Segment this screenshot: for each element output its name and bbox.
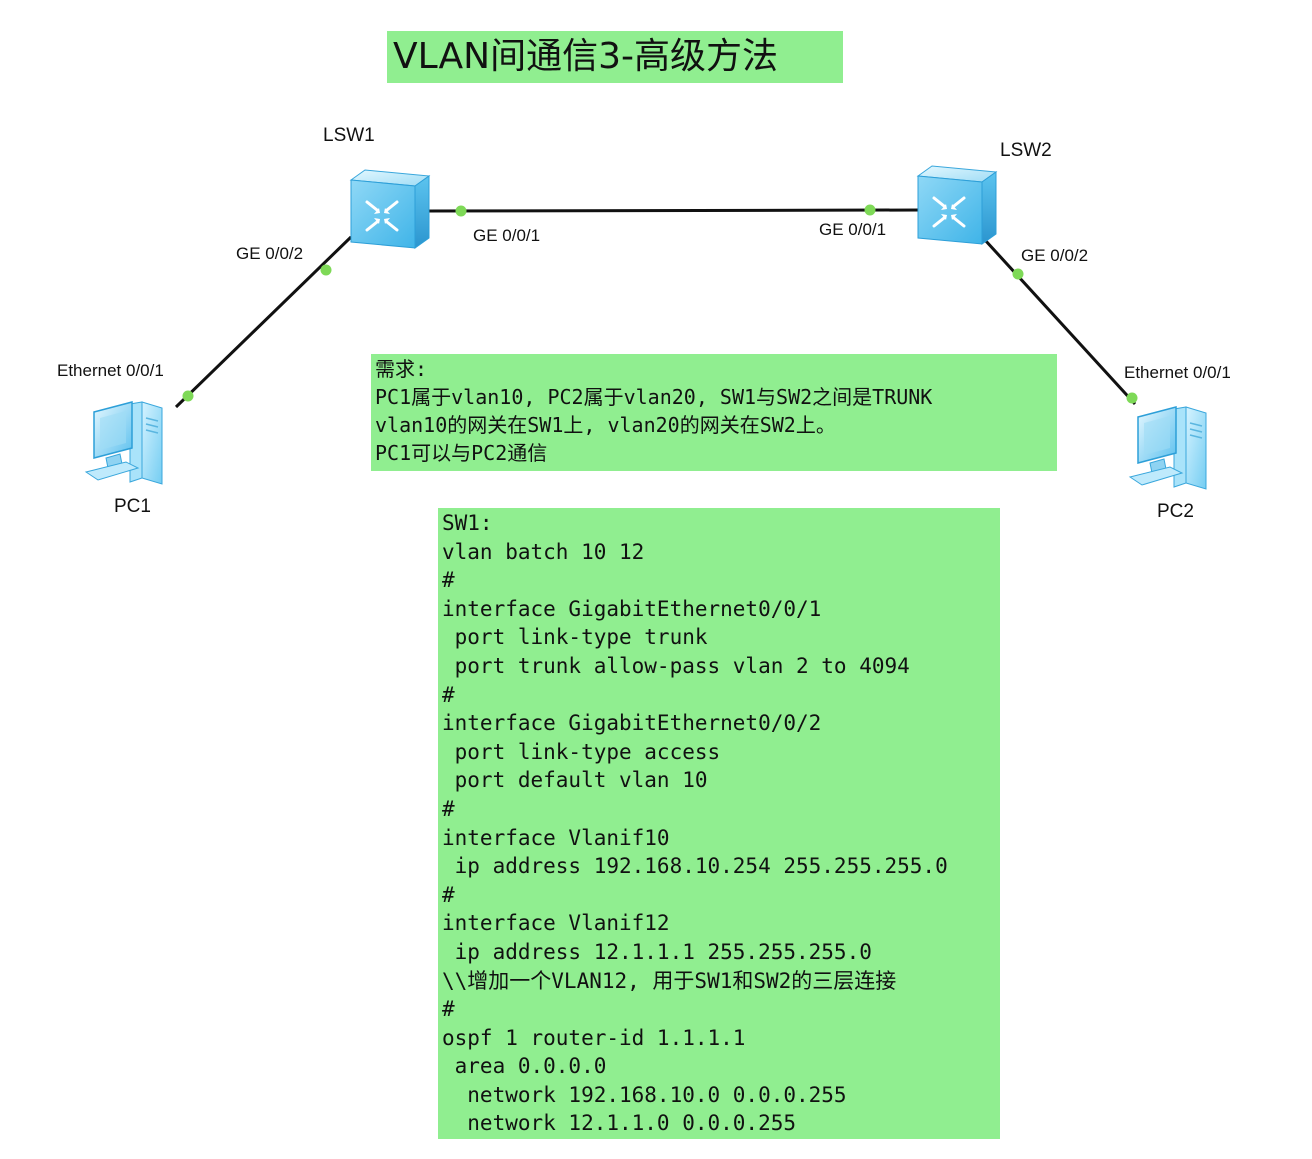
requirement-line: PC1属于vlan10, PC2属于vlan20, SW1与SW2之间是TRUN…	[375, 385, 933, 409]
pc2-computer-icon[interactable]	[1129, 406, 1207, 490]
config-heading: SW1:	[442, 511, 493, 535]
lsw1-ge1-port-label: GE 0/0/1	[473, 226, 541, 245]
port-dots	[182, 204, 1138, 404]
pc1-eth-port-label: Ethernet 0/0/1	[57, 361, 164, 380]
config-line: port link-type trunk	[442, 625, 708, 650]
pc2-label: PC2	[1157, 501, 1194, 522]
requirements-panel: 需求: PC1属于vlan10, PC2属于vlan20, SW1与SW2之间是…	[371, 354, 1057, 471]
config-line: vlan batch 10 12	[442, 539, 645, 564]
pc1-label: PC1	[114, 496, 151, 517]
config-line: interface Vlanif12	[442, 911, 670, 936]
config-line: interface GigabitEthernet0/0/1	[442, 596, 822, 621]
config-line: interface GigabitEthernet0/0/2	[442, 711, 822, 736]
requirement-line: vlan10的网关在SW1上, vlan20的网关在SW2上。	[375, 413, 836, 437]
diagram-title: VLAN间通信3-高级方法	[387, 31, 843, 83]
config-line: ip address 192.168.10.254 255.255.255.0	[442, 854, 948, 879]
port-dot-lsw2-ge2	[1012, 268, 1024, 280]
port-dot-pc2-eth	[1126, 392, 1138, 404]
config-line: #	[442, 682, 455, 707]
requirement-line: PC1可以与PC2通信	[375, 441, 548, 465]
config-line: ip address 12.1.1.1 255.255.255.0	[442, 939, 872, 964]
lsw2-ge2-port-label: GE 0/0/2	[1021, 246, 1089, 265]
config-line: #	[442, 997, 455, 1022]
config-line: network 192.168.10.0 0.0.0.255	[442, 1082, 847, 1107]
config-line: port trunk allow-pass vlan 2 to 4094	[442, 653, 910, 678]
pc2-eth-port-label: Ethernet 0/0/1	[1124, 363, 1231, 382]
port-dot-lsw2-ge1	[864, 204, 876, 216]
link-lsw1-lsw2	[423, 208, 922, 213]
links	[174, 208, 1137, 409]
lsw2-label: LSW2	[1000, 140, 1052, 161]
config-comment-line: \\增加一个VLAN12, 用于SW1和SW2的三层连接	[442, 968, 897, 993]
lsw2-switch-icon[interactable]	[916, 164, 998, 246]
config-line: area 0.0.0.0	[442, 1054, 607, 1079]
requirements-heading: 需求:	[375, 357, 428, 381]
port-dot-lsw1-ge2	[320, 264, 332, 276]
config-line: port default vlan 10	[442, 768, 708, 793]
sw1-config-panel: SW1: vlan batch 10 12 # interface Gigabi…	[438, 508, 1000, 1139]
config-line: #	[442, 882, 455, 907]
pc1-computer-icon[interactable]	[85, 401, 163, 485]
config-line: #	[442, 568, 455, 593]
lsw1-ge2-port-label: GE 0/0/2	[236, 244, 304, 263]
config-line: network 12.1.1.0 0.0.0.255	[442, 1111, 797, 1136]
link-lsw2-pc2	[983, 238, 1137, 406]
config-line: interface Vlanif10	[442, 825, 670, 850]
config-line: port link-type access	[442, 739, 721, 764]
lsw1-switch-icon[interactable]	[349, 168, 431, 250]
port-dot-lsw1-ge1	[455, 205, 467, 217]
lsw2-ge1-port-label: GE 0/0/1	[819, 220, 887, 239]
port-dot-pc1-eth	[182, 390, 194, 402]
link-pc1-lsw1	[174, 235, 353, 409]
config-line: ospf 1 router-id 1.1.1.1	[442, 1025, 746, 1050]
lsw1-label: LSW1	[323, 125, 375, 146]
config-line: #	[442, 796, 455, 821]
